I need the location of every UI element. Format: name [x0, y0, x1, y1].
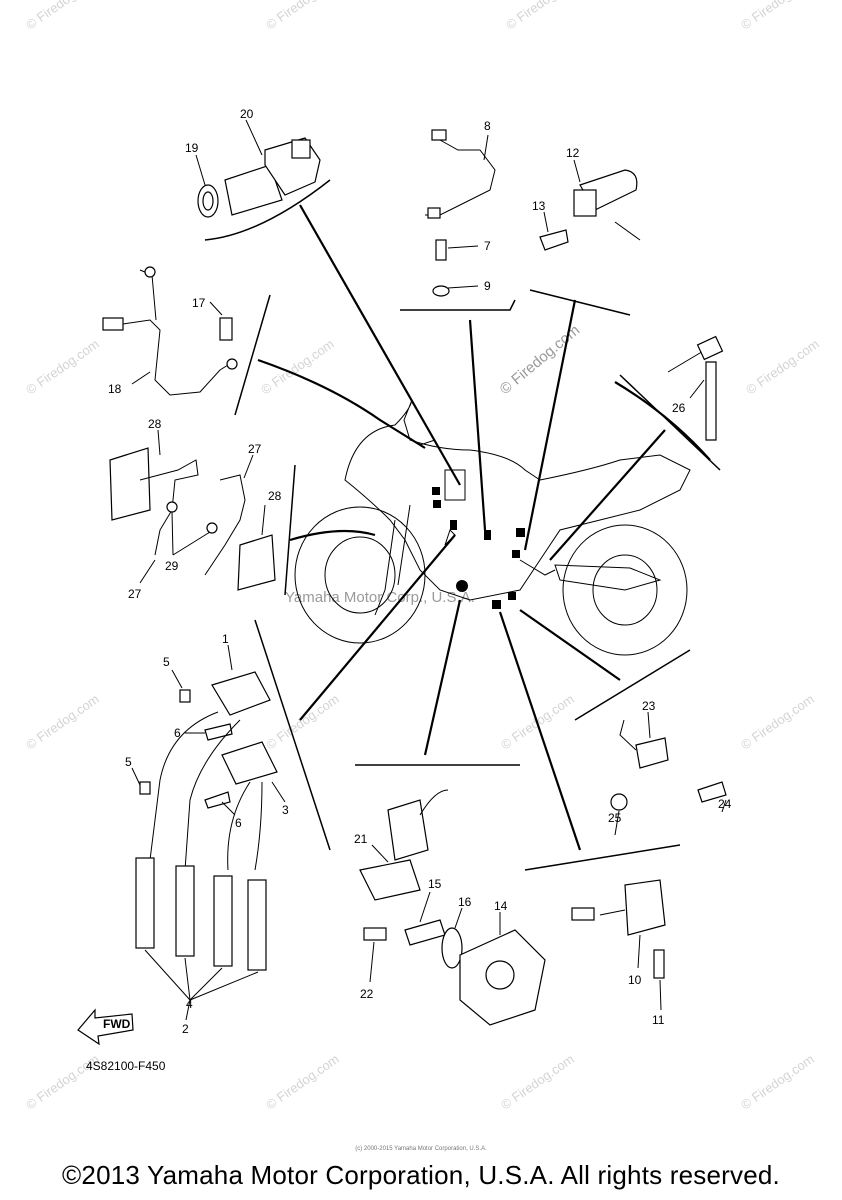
part-label: 22 [360, 987, 374, 1001]
watermark: © Firedog.com [503, 0, 582, 32]
bolt-17 [219, 317, 233, 341]
callout-lines [257, 204, 711, 851]
bolt-13 [539, 229, 569, 251]
lead-18-group [102, 266, 238, 396]
part-label: 27 [248, 442, 262, 456]
part-label: 1 [222, 632, 229, 646]
sensor-10-group [571, 879, 666, 1011]
rectifier [387, 799, 429, 861]
sensor-10 [624, 879, 666, 936]
part-label: 10 [628, 973, 642, 987]
pickup-21 [359, 859, 421, 901]
bolt-6a [204, 723, 233, 741]
plug-cap [135, 857, 155, 949]
watermark: © Firedog.com [263, 691, 342, 752]
part-label: 13 [532, 199, 546, 213]
reflector-28b [237, 534, 276, 591]
part-label: 3 [282, 803, 289, 817]
plug-cap [213, 875, 233, 967]
part-label: 19 [185, 141, 199, 155]
part-label: 14 [494, 899, 508, 913]
watermark: © Firedog.com [498, 1051, 577, 1112]
reflector-28 [109, 447, 151, 521]
motorcycle-outline [294, 399, 691, 656]
switch-7 [435, 239, 447, 261]
part-label: 28 [268, 489, 282, 503]
part-label: 5 [163, 655, 170, 669]
bolt-15 [404, 919, 446, 946]
part-label: 28 [148, 417, 162, 431]
tiny-credit: (c) 2000-2015 Yamaha Motor Corporation, … [355, 1146, 487, 1152]
coupler [102, 317, 124, 331]
part-label: 9 [484, 279, 491, 293]
part-label: 2 [182, 1022, 189, 1036]
part-label: 20 [240, 107, 254, 121]
sensor-23-group [610, 711, 727, 836]
bolt-5b [139, 781, 151, 795]
part-label: 8 [484, 119, 491, 133]
watermark: © Firedog.com [23, 336, 102, 397]
part-label: 15 [428, 877, 442, 891]
plug-cap [175, 865, 195, 957]
group-frames [204, 179, 721, 871]
thermo-sensor-group [195, 119, 321, 218]
part-label: 29 [165, 559, 179, 573]
bolt-6b [204, 791, 231, 809]
part-label: 18 [108, 382, 122, 396]
ignition-coil-1 [211, 671, 271, 716]
bolt-24 [697, 781, 727, 803]
thermo-unit-20 [224, 164, 283, 216]
pickup-rotor-group [359, 789, 546, 1026]
watermark-dark: © Firedog.com [497, 322, 583, 398]
part-label: 4 [186, 997, 193, 1011]
part-label: 25 [608, 811, 622, 825]
sensor-12-group [539, 159, 641, 251]
bolt-22 [363, 927, 387, 941]
ignition-coil-group [131, 644, 286, 1021]
bolt-5a [179, 689, 191, 703]
part-label: 16 [458, 895, 472, 909]
watermark: © Firedog.com [263, 0, 342, 32]
washer-16 [441, 927, 463, 969]
part-label: 17 [192, 296, 206, 310]
part-label: 23 [642, 699, 656, 713]
sensor-26-group [667, 335, 724, 441]
fwd-arrow: FWD [77, 1008, 134, 1046]
reflector-group [109, 429, 276, 591]
copyright-notice: ©2013 Yamaha Motor Corporation, U.S.A. A… [62, 1160, 780, 1190]
part-label: 12 [566, 146, 580, 160]
watermark: © Firedog.com [23, 691, 102, 752]
watermark: © Firedog.com [23, 0, 102, 32]
part-label: 27 [128, 587, 142, 601]
part-labels: 20 19 8 12 13 7 9 17 18 26 28 27 28 29 2… [86, 107, 732, 1073]
watermark: © Firedog.com [738, 0, 817, 32]
watermark: © Firedog.com [738, 1051, 817, 1112]
diagram-code: 4S82100-F450 [86, 1059, 166, 1073]
part-label: 6 [174, 726, 181, 740]
part-label: 7 [484, 239, 491, 253]
plug-cap [247, 879, 267, 971]
washer-9 [432, 285, 450, 297]
connector [431, 129, 447, 141]
switch-lead-group [425, 129, 496, 297]
part-label: 6 [235, 816, 242, 830]
part-label: 11 [652, 1013, 665, 1027]
part-label: 24 [718, 797, 732, 811]
watermark-center: Yamaha Motor Corp., U.S.A. [285, 589, 475, 606]
part-label: 26 [672, 401, 686, 415]
part-label: 5 [125, 755, 132, 769]
watermark: © Firedog.com [738, 691, 817, 752]
watermark: © Firedog.com [743, 336, 822, 397]
bolt-11 [653, 949, 665, 979]
ignition-coil-3 [221, 741, 278, 785]
nut-25 [610, 793, 628, 811]
sensor-23 [635, 737, 669, 769]
watermark: © Firedog.com [263, 1051, 342, 1112]
fwd-label: FWD [103, 1017, 131, 1031]
part-label: 21 [354, 832, 368, 846]
